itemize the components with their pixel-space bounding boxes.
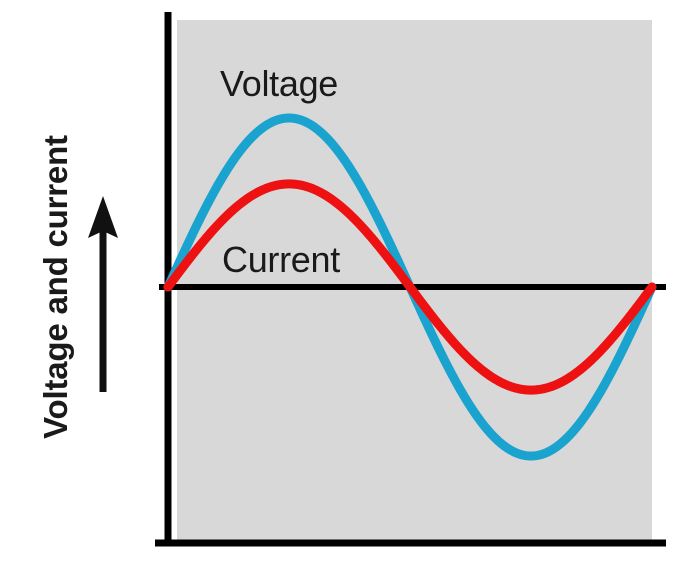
y-axis-title: Voltage and current	[37, 135, 74, 439]
y-axis-title-wrapper: Voltage and current	[36, 0, 76, 574]
current-series-label: Current	[222, 239, 340, 280]
voltage-series-label: Voltage	[220, 63, 339, 104]
y-axis-arrow-icon	[88, 196, 118, 392]
plot-background	[177, 20, 652, 540]
current-curve	[163, 179, 657, 395]
